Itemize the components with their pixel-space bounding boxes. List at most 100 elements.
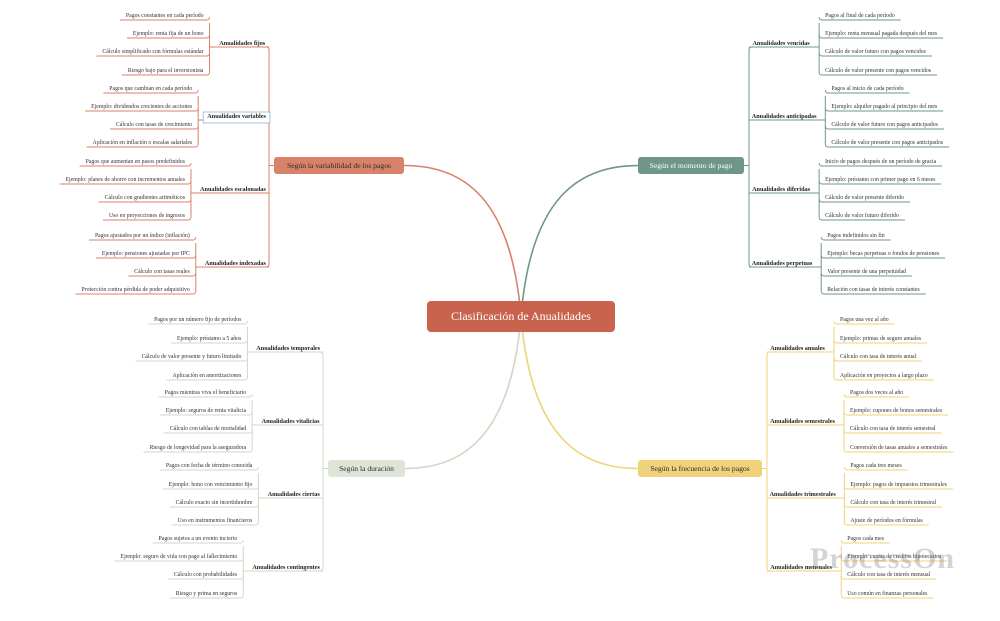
- leaf-underline: [170, 339, 248, 344]
- leaf-item: Cálculo de valor presente diferido: [825, 194, 904, 201]
- leaf-item: Cálculo con tasas de crecimiento: [116, 122, 192, 128]
- leaf-item: Pagos que cambian en cada período: [109, 86, 192, 92]
- leaf-underline: [833, 320, 895, 325]
- leaf-item: Ejemplo: pagos de impuestos trimestrales: [850, 482, 947, 488]
- leaf-underline: [824, 125, 944, 130]
- leaf-item: Cálculo con tasa de interés trimestral: [850, 500, 936, 506]
- leaf-underline: [158, 393, 253, 398]
- leaf-underline: [162, 485, 259, 490]
- leaf-item: Pagos con fecha de término conocida: [166, 462, 253, 469]
- group-label: Anualidades ciertas: [268, 491, 321, 498]
- leaf-underline: [843, 393, 910, 398]
- leaf-item: Ejemplo: renta fija de un bono: [133, 30, 204, 37]
- leaf-underline: [820, 236, 891, 241]
- leaf-underline: [840, 557, 948, 562]
- leaf-item: Ejemplo: seguro de vida con pago al fall…: [121, 553, 238, 560]
- leaf-item: Cálculo exacto sin incertidumbre: [176, 500, 253, 506]
- group-label: Anualidades vitalicias: [262, 418, 321, 425]
- leaf-underline: [169, 594, 244, 599]
- leaf-underline: [818, 16, 901, 21]
- leaf-item: Cálculo simplificado con fórmulas estánd…: [102, 48, 203, 55]
- leaf-item: Pagos que aumentan en pasos predefinidos: [86, 158, 186, 165]
- leaf-underline: [85, 107, 199, 112]
- leaf-item: Ejemplo: planes de ahorro con incremento…: [66, 177, 186, 183]
- group-spine: [265, 46, 270, 268]
- leaf-underline: [79, 162, 192, 167]
- leaf-item: Ajuste de períodos en fórmulas: [850, 517, 923, 524]
- leaf-underline: [843, 503, 943, 508]
- leaf-underline: [818, 216, 905, 221]
- leaf-item: Aplicación en inflación o escalas salari…: [93, 139, 193, 146]
- leaf-underline: [96, 52, 210, 57]
- leaf-item: Aplicación en amortizaciones: [172, 373, 242, 379]
- leaf-item: Cálculo con tasa de interés mensual: [847, 572, 930, 578]
- leaf-underline: [840, 539, 890, 544]
- leaf-underline: [88, 236, 197, 241]
- leaf-item: Ejemplo: dividendos crecientes de accion…: [91, 104, 193, 110]
- leaf-item: Inicio de pagos después de un período de…: [825, 159, 936, 165]
- leaf-item: Ejemplo: becas perpetuas o fondos de pen…: [827, 250, 940, 257]
- leaf-item: Pagos cada mes: [847, 536, 884, 542]
- leaf-item: Uso en proyecciones de ingresos: [109, 213, 186, 219]
- leaf-item: Pagos constantes en cada período: [126, 13, 204, 19]
- leaf-item: Pagos mientras viva el beneficiario: [165, 389, 247, 396]
- leaf-underline: [159, 466, 259, 471]
- leaf-underline: [818, 52, 932, 57]
- branch-label-variabilidad: Según la variabilidad de los pagos: [287, 161, 391, 170]
- leaf-item: Pagos por un número fijo de períodos: [154, 316, 242, 323]
- leaf-item: Cálculo con tasas reales: [134, 269, 190, 275]
- leaf-item: Ejemplo: alquiler pagado al principio de…: [831, 104, 938, 110]
- leaf-underline: [840, 594, 934, 599]
- leaf-underline: [843, 521, 929, 526]
- leaf-underline: [843, 429, 942, 434]
- leaf-item: Pagos cada tres meses: [850, 463, 902, 469]
- leaf-item: Ejemplo: bono con vencimiento fijo: [169, 481, 253, 488]
- branch-label-momento: Según el momento de pago: [650, 161, 733, 170]
- leaf-underline: [121, 71, 210, 76]
- leaf-item: Ejemplo: renta mensual pagada después de…: [825, 31, 938, 37]
- leaf-item: Ejemplo: seguros de renta vitalicia: [166, 408, 247, 414]
- branch-node-duracion[interactable]: [328, 460, 405, 477]
- leaf-item: Cálculo de valor presente con pagos anti…: [831, 140, 943, 146]
- leaf-underline: [840, 575, 937, 580]
- leaf-underline: [818, 71, 938, 76]
- group-spine: [748, 46, 753, 268]
- root-label: Clasificación de Anualidades: [451, 309, 591, 323]
- leaf-item: Ejemplo: cuotas de créditos hipotecarios: [847, 554, 942, 560]
- leaf-item: Pagos indefinidos sin fin: [827, 232, 885, 239]
- leaf-item: Cálculo de valor futuro con pagos antici…: [831, 121, 938, 128]
- leaf-underline: [818, 162, 943, 167]
- leaf-underline: [818, 198, 910, 203]
- group-label: Anualidades contingentes: [252, 564, 320, 571]
- leaf-underline: [824, 89, 910, 94]
- leaf-underline: [820, 272, 913, 277]
- leaf-item: Cálculo con probabilidades: [174, 572, 238, 578]
- leaf-item: Pagos dos veces al año: [850, 390, 903, 396]
- leaf-item: Riesgo y prima en seguros: [176, 591, 238, 597]
- group-label: Anualidades perpetuas: [752, 260, 813, 267]
- branch-connector: [404, 316, 522, 470]
- leaf-item: Uso en instrumentos financieros: [178, 517, 254, 524]
- branch-node-frecuencia[interactable]: [638, 460, 762, 477]
- leaf-item: Riesgo bajo para el inversionista: [128, 68, 204, 74]
- leaf-underline: [818, 34, 944, 39]
- leaf-underline: [843, 448, 954, 453]
- leaf-underline: [95, 254, 197, 259]
- leaf-underline: [166, 376, 248, 381]
- group-label: Anualidades trimestrales: [770, 491, 837, 498]
- branch-node-variabilidad[interactable]: [274, 157, 404, 174]
- leaf-underline: [833, 357, 923, 362]
- leaf-underline: [818, 180, 942, 185]
- leaf-underline: [135, 357, 248, 362]
- group-label: Anualidades vencidas: [752, 40, 810, 47]
- leaf-underline: [75, 290, 197, 295]
- leaf-underline: [59, 180, 192, 185]
- leaf-underline: [843, 466, 908, 471]
- leaf-underline: [119, 16, 210, 21]
- root-node[interactable]: [427, 301, 615, 332]
- leaf-item: Aplicación en proyectos a largo plazo: [840, 373, 928, 379]
- branch-node-momento[interactable]: [638, 157, 744, 174]
- group-label: Anualidades fijos: [219, 40, 265, 47]
- branch-label-frecuencia: Según la frecuencia de los pagos: [650, 464, 749, 473]
- leaf-underline: [833, 376, 934, 381]
